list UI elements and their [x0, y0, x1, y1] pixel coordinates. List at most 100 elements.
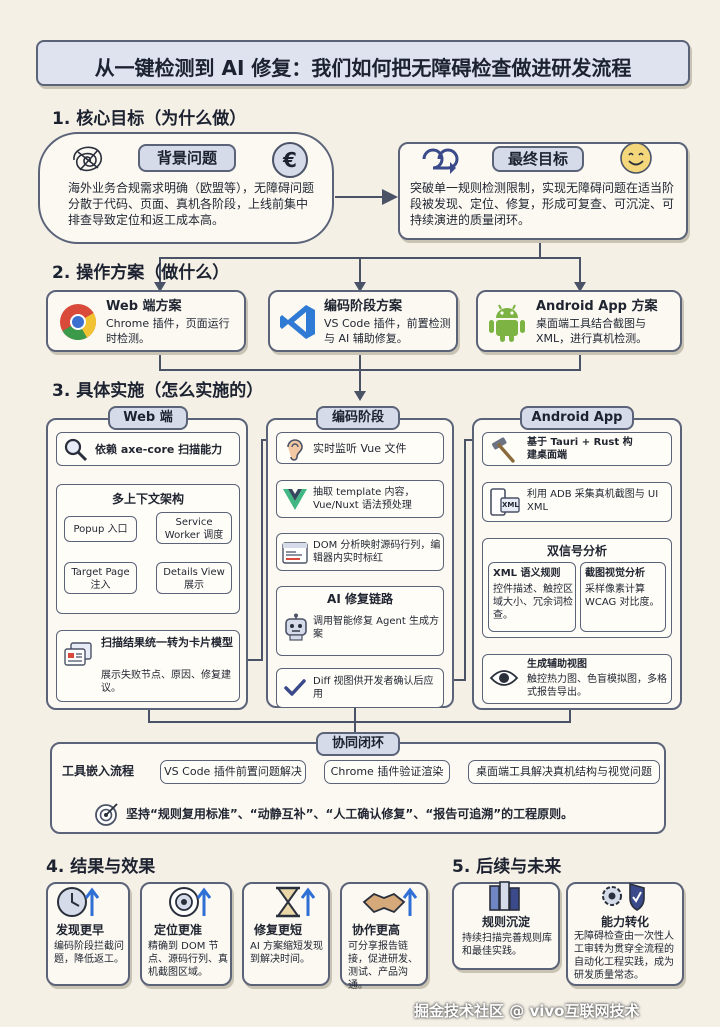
dual-signal-title: 双信号分析 — [546, 544, 607, 558]
tauri-text: 基于 Tauri + Rust 构建桌面端 — [527, 437, 633, 461]
web-column-header: Web 端 — [108, 406, 188, 430]
result-shorter-title: 修复更短 — [254, 923, 303, 937]
section-5-heading: 5. 后续与未来 — [452, 857, 562, 877]
plan-code-text: VS Code 插件，前置检测与 AI 辅助修复。 — [324, 317, 451, 345]
plan-android-title: Android App 方案 — [536, 299, 658, 314]
flow-step-vscode: VS Code 插件前置问题解决 — [160, 760, 306, 784]
flow-step-desktop: 桌面端工具解决真机结构与视觉问题 — [468, 760, 660, 784]
result-earlier-title: 发现更早 — [56, 923, 105, 937]
gear-shield-icon — [602, 882, 645, 911]
result-earlier-text: 编码阶段拦截问题，降低返工。 — [54, 941, 124, 965]
result-card-earlier: 发现更早 编码阶段拦截问题，降低返工。 — [46, 882, 130, 986]
dart-target-icon — [95, 803, 118, 826]
android-column-header: Android App — [520, 406, 634, 430]
section-4-heading: 4. 结果与效果 — [46, 857, 156, 877]
svg-text:€: € — [282, 148, 297, 172]
final-goal-text: 突破单一规则检测限制，实现无障碍问题在适当阶段被发现、定位、修复，形成可复查、可… — [410, 181, 675, 227]
vue-icon — [283, 489, 307, 510]
engineering-principle: 坚持“规则复用标准”、“动静互补”、“人工确认修复”、“报告可追溯”的工程原则。 — [126, 807, 574, 821]
xml-rules-title: XML 语义规则 — [493, 568, 561, 579]
result-card-collaboration: 协作更高 可分享报告链接，促进研发、测试、产品沟通。 — [340, 882, 428, 991]
plan-android-text: 桌面端工具结合截图与 XML，进行真机检测。 — [536, 317, 648, 345]
result-card-shorter: 修复更短 AI 方案缩短发现到解决时间。 — [242, 882, 330, 986]
arch-node-popup: Popup 入口 — [64, 516, 137, 542]
flow-step-chrome: Chrome 插件验证渲染 — [324, 760, 450, 784]
tauri-step: 基于 Tauri + Rust 构建桌面端 — [482, 432, 672, 466]
card-model-step: 扫描结果统一转为卡片模型 展示失败节点、原因、修复建议。 — [56, 630, 240, 702]
handshake-icon — [362, 887, 418, 916]
ai-repair-chain: AI 修复链路 调用智能修复 Agent 生成方案 — [276, 586, 444, 656]
result-collaboration-title: 协作更高 — [352, 923, 401, 937]
result-card-accurate: 定位更准 精确到 DOM 节点、源码行列、真机截图区域。 — [140, 882, 232, 986]
code-step-listen: 实时监听 Vue 文件 — [276, 432, 444, 464]
code-step-extract-text: 抽取 template 内容，Vue/Nuxt 语法预处理 — [313, 487, 415, 511]
scribble-icon — [73, 146, 102, 172]
screenshot-analysis-title: 截图视觉分析 — [585, 568, 645, 579]
generate-views-step: 生成辅助视图 触控热力图、色盲模拟图，多格式报告导出。 — [482, 654, 672, 704]
xml-badge: XML — [502, 501, 519, 509]
architecture-title: 多上下文架构 — [111, 492, 184, 506]
result-shorter-text: AI 方案缩短发现到解决时间。 — [250, 941, 323, 965]
future-capability-title: 能力转化 — [600, 915, 649, 929]
code-column-header: 编码阶段 — [316, 406, 400, 430]
result-accurate-title: 定位更准 — [154, 923, 203, 937]
watermark: 掘金技术社区 @ vivo互联网技术 — [414, 1002, 640, 1020]
robot-icon — [285, 613, 307, 641]
loop-header: 协同闭环 — [316, 732, 400, 756]
page-title: 从一键检测到 AI 修复：我们如何把无障碍检查做进研发流程 — [94, 56, 632, 80]
arch-node-service-worker: Service Worker 调度 — [156, 512, 232, 544]
card-model-title: 扫描结果统一转为卡片模型 — [101, 636, 233, 649]
section-1-heading: 1. 核心目标（为什么做） — [52, 109, 247, 129]
background-problem-label: 背景问题 — [138, 144, 236, 172]
background-problem-text: 海外业务合规需求明确（欧盟等），无障碍问题分散于代码、页面、真机各阶段，上线前集… — [68, 181, 315, 227]
plan-card-web: Web 端方案 Chrome 插件，页面运行时检测。 — [46, 290, 246, 352]
diff-view-step: Diff 视图供开发者确认后应用 — [276, 668, 444, 708]
future-capability-text: 无障碍检查由一次性人工审转为贯穿全流程的自动化工程实践，成为研发质量常态。 — [574, 931, 674, 981]
plan-web-title: Web 端方案 — [106, 299, 182, 314]
axe-core-text: 依赖 axe-core 扫描能力 — [95, 443, 223, 456]
plan-code-title: 编码阶段方案 — [324, 299, 403, 314]
phone-xml-icon — [490, 488, 520, 516]
adb-text: 利用 ADB 采集真机截图与 UI XML — [527, 489, 659, 513]
checkmark-icon — [284, 679, 306, 696]
diff-view-text: Diff 视图供开发者确认后应用 — [313, 676, 434, 700]
arch-node-details-view: Details View 展示 — [156, 562, 232, 594]
generate-views-title: 生成辅助视图 — [527, 659, 587, 670]
ai-repair-text: 调用智能修复 Agent 生成方案 — [313, 616, 439, 640]
books-icon — [489, 881, 520, 911]
editor-icon — [282, 542, 308, 564]
android-icon — [489, 304, 525, 342]
ai-repair-title: AI 修复链路 — [327, 592, 393, 606]
chrome-icon — [60, 304, 97, 341]
target-icon — [169, 887, 212, 917]
code-step-dom-text: DOM 分析映射源码行列，编辑器内实时标红 — [313, 540, 441, 564]
final-goal-card: 最终目标 突破单一规则检测限制，实现无障碍问题在适当阶段被发现、定位、修复，形成… — [398, 142, 688, 240]
smiley-icon — [620, 142, 652, 174]
future-rules-title: 规则沉淀 — [481, 915, 530, 929]
arch-node-target-page: Target Page 注入 — [64, 562, 137, 594]
future-card-capability: 能力转化 无障碍检查由一次性人工审转为贯穿全流程的自动化工程实践，成为研发质量常… — [566, 882, 684, 986]
background-problem-card: 背景问题 € 海外业务合规需求明确（欧盟等），无障碍问题分散于代码、页面、真机各… — [38, 132, 334, 244]
plan-card-code: 编码阶段方案 VS Code 插件，前置检测与 AI 辅助修复。 — [268, 290, 458, 352]
multi-context-architecture: 多上下文架构 — [56, 484, 240, 614]
hammer-icon — [491, 437, 515, 463]
result-collaboration-text: 可分享报告链接，促进研发、测试、产品沟通。 — [348, 941, 418, 991]
card-model-text: 展示失败节点、原因、修复建议。 — [101, 670, 231, 694]
section-2-heading: 2. 操作方案（做什么） — [52, 263, 230, 283]
adb-step: XML 利用 ADB 采集真机截图与 UI XML — [482, 482, 672, 522]
collaborative-loop — [50, 742, 666, 834]
plan-card-android: Android App 方案 桌面端工具结合截图与 XML，进行真机检测。 — [476, 290, 682, 352]
screenshot-visual-analysis: 截图视觉分析 采样像素计算 WCAG 对比度。 — [580, 562, 666, 632]
euro-icon: € — [272, 142, 308, 178]
title-banner: 从一键检测到 AI 修复：我们如何把无障碍检查做进研发流程 — [36, 40, 690, 86]
generate-views-text: 触控热力图、色盲模拟图，多格式报告导出。 — [527, 674, 667, 698]
code-step-dom: DOM 分析映射源码行列，编辑器内实时标红 — [276, 533, 444, 571]
magnifier-icon — [64, 438, 88, 462]
xml-semantic-rules: XML 语义规则 控件描述、触控区域大小、冗余词检查。 — [488, 562, 576, 632]
screenshot-analysis-text: 采样像素计算 WCAG 对比度。 — [585, 584, 660, 608]
code-step-listen-text: 实时监听 Vue 文件 — [313, 442, 407, 455]
cycle-icon — [422, 148, 459, 174]
final-goal-label: 最终目标 — [492, 146, 584, 172]
vscode-icon — [280, 305, 315, 339]
clock-icon — [57, 887, 100, 917]
